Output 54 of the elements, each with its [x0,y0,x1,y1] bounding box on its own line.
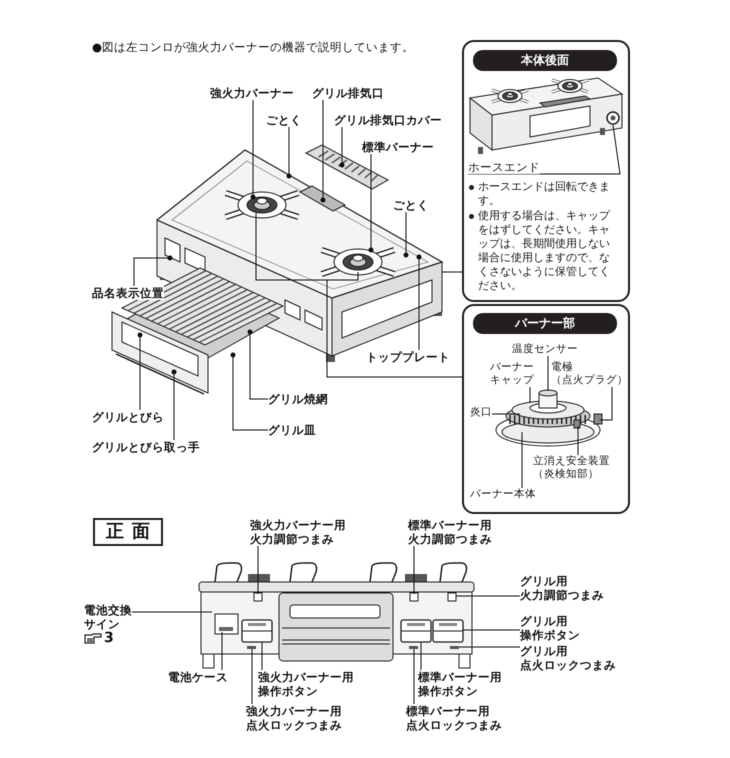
page-reference: 3 [104,631,114,645]
part-label: 強火力バーナー用火力調節つまみ [250,518,346,546]
part-label: 温度センサー [512,343,578,356]
connector-line [420,642,422,670]
connector-line [340,126,344,168]
part-label: （炎検知部） [533,468,600,481]
part-label: グリルとびら [92,410,164,424]
part-label: 強火力バーナー [210,86,294,100]
part-label: 電極 [551,361,574,374]
part-label: グリル皿 [268,423,316,437]
part-label: バーナーキャップ [490,361,534,387]
part-label: グリル排気口カバー [334,113,442,127]
part-label: グリル用火力調節つまみ [520,574,604,602]
connector-line [320,100,326,202]
connector-line [250,100,256,200]
part-label: グリルとびら取っ手 [92,440,200,454]
view-title: 正面 [93,518,163,546]
connector-line [468,124,621,174]
part-label: 標準バーナー用操作ボタン [418,670,502,698]
part-label: 強火力バーナー用点火ロックつまみ [246,704,342,732]
part-label: グリル用点火ロックつまみ [520,644,616,672]
inset-panel [462,40,630,302]
panel-heading: 本体後面 [473,50,617,71]
part-label: ホースエンド [468,160,540,174]
part-label: 立消え安全装置 [533,455,610,468]
connector-line [134,256,172,286]
part-label: 電池ケース [168,670,228,684]
inset-panel [462,304,630,514]
part-label: 強火力バーナー用操作ボタン [258,670,354,698]
bullet-text: ホースエンドは回転できます。 [468,180,620,208]
connector-line [256,212,462,378]
connector-line [404,212,408,258]
connector-line [172,370,176,440]
part-label: バーナー本体 [470,488,536,501]
part-label: 品名表示位置 [92,286,164,300]
connector-line [600,386,612,420]
part-label: 標準バーナー [362,140,434,154]
connector-line [416,254,422,350]
part-label: 標準バーナー用火力調節つまみ [408,518,492,546]
connector-line [458,646,520,648]
connector-line [286,126,292,178]
connector-line [248,330,268,400]
part-label: 電池交換サイン [84,603,132,631]
part-label: グリル焼網 [268,392,328,406]
connector-line [368,154,374,252]
part-label: 炎口 [470,406,492,419]
panel-heading: バーナー部 [473,313,617,334]
connector-line [138,332,142,410]
part-label: グリル排気口 [312,86,384,100]
part-label: 標準バーナー用点火ロックつまみ [406,704,502,732]
bullet-text: 使用する場合は、キャップをはずしてください。キャップは、長期間使用しない場合に使用しますので、なくさないように保管してください。 [468,209,620,293]
part-label: （点火プラグ） [551,374,628,387]
part-label: グリル用操作ボタン [520,614,580,642]
connector-line [230,352,268,430]
